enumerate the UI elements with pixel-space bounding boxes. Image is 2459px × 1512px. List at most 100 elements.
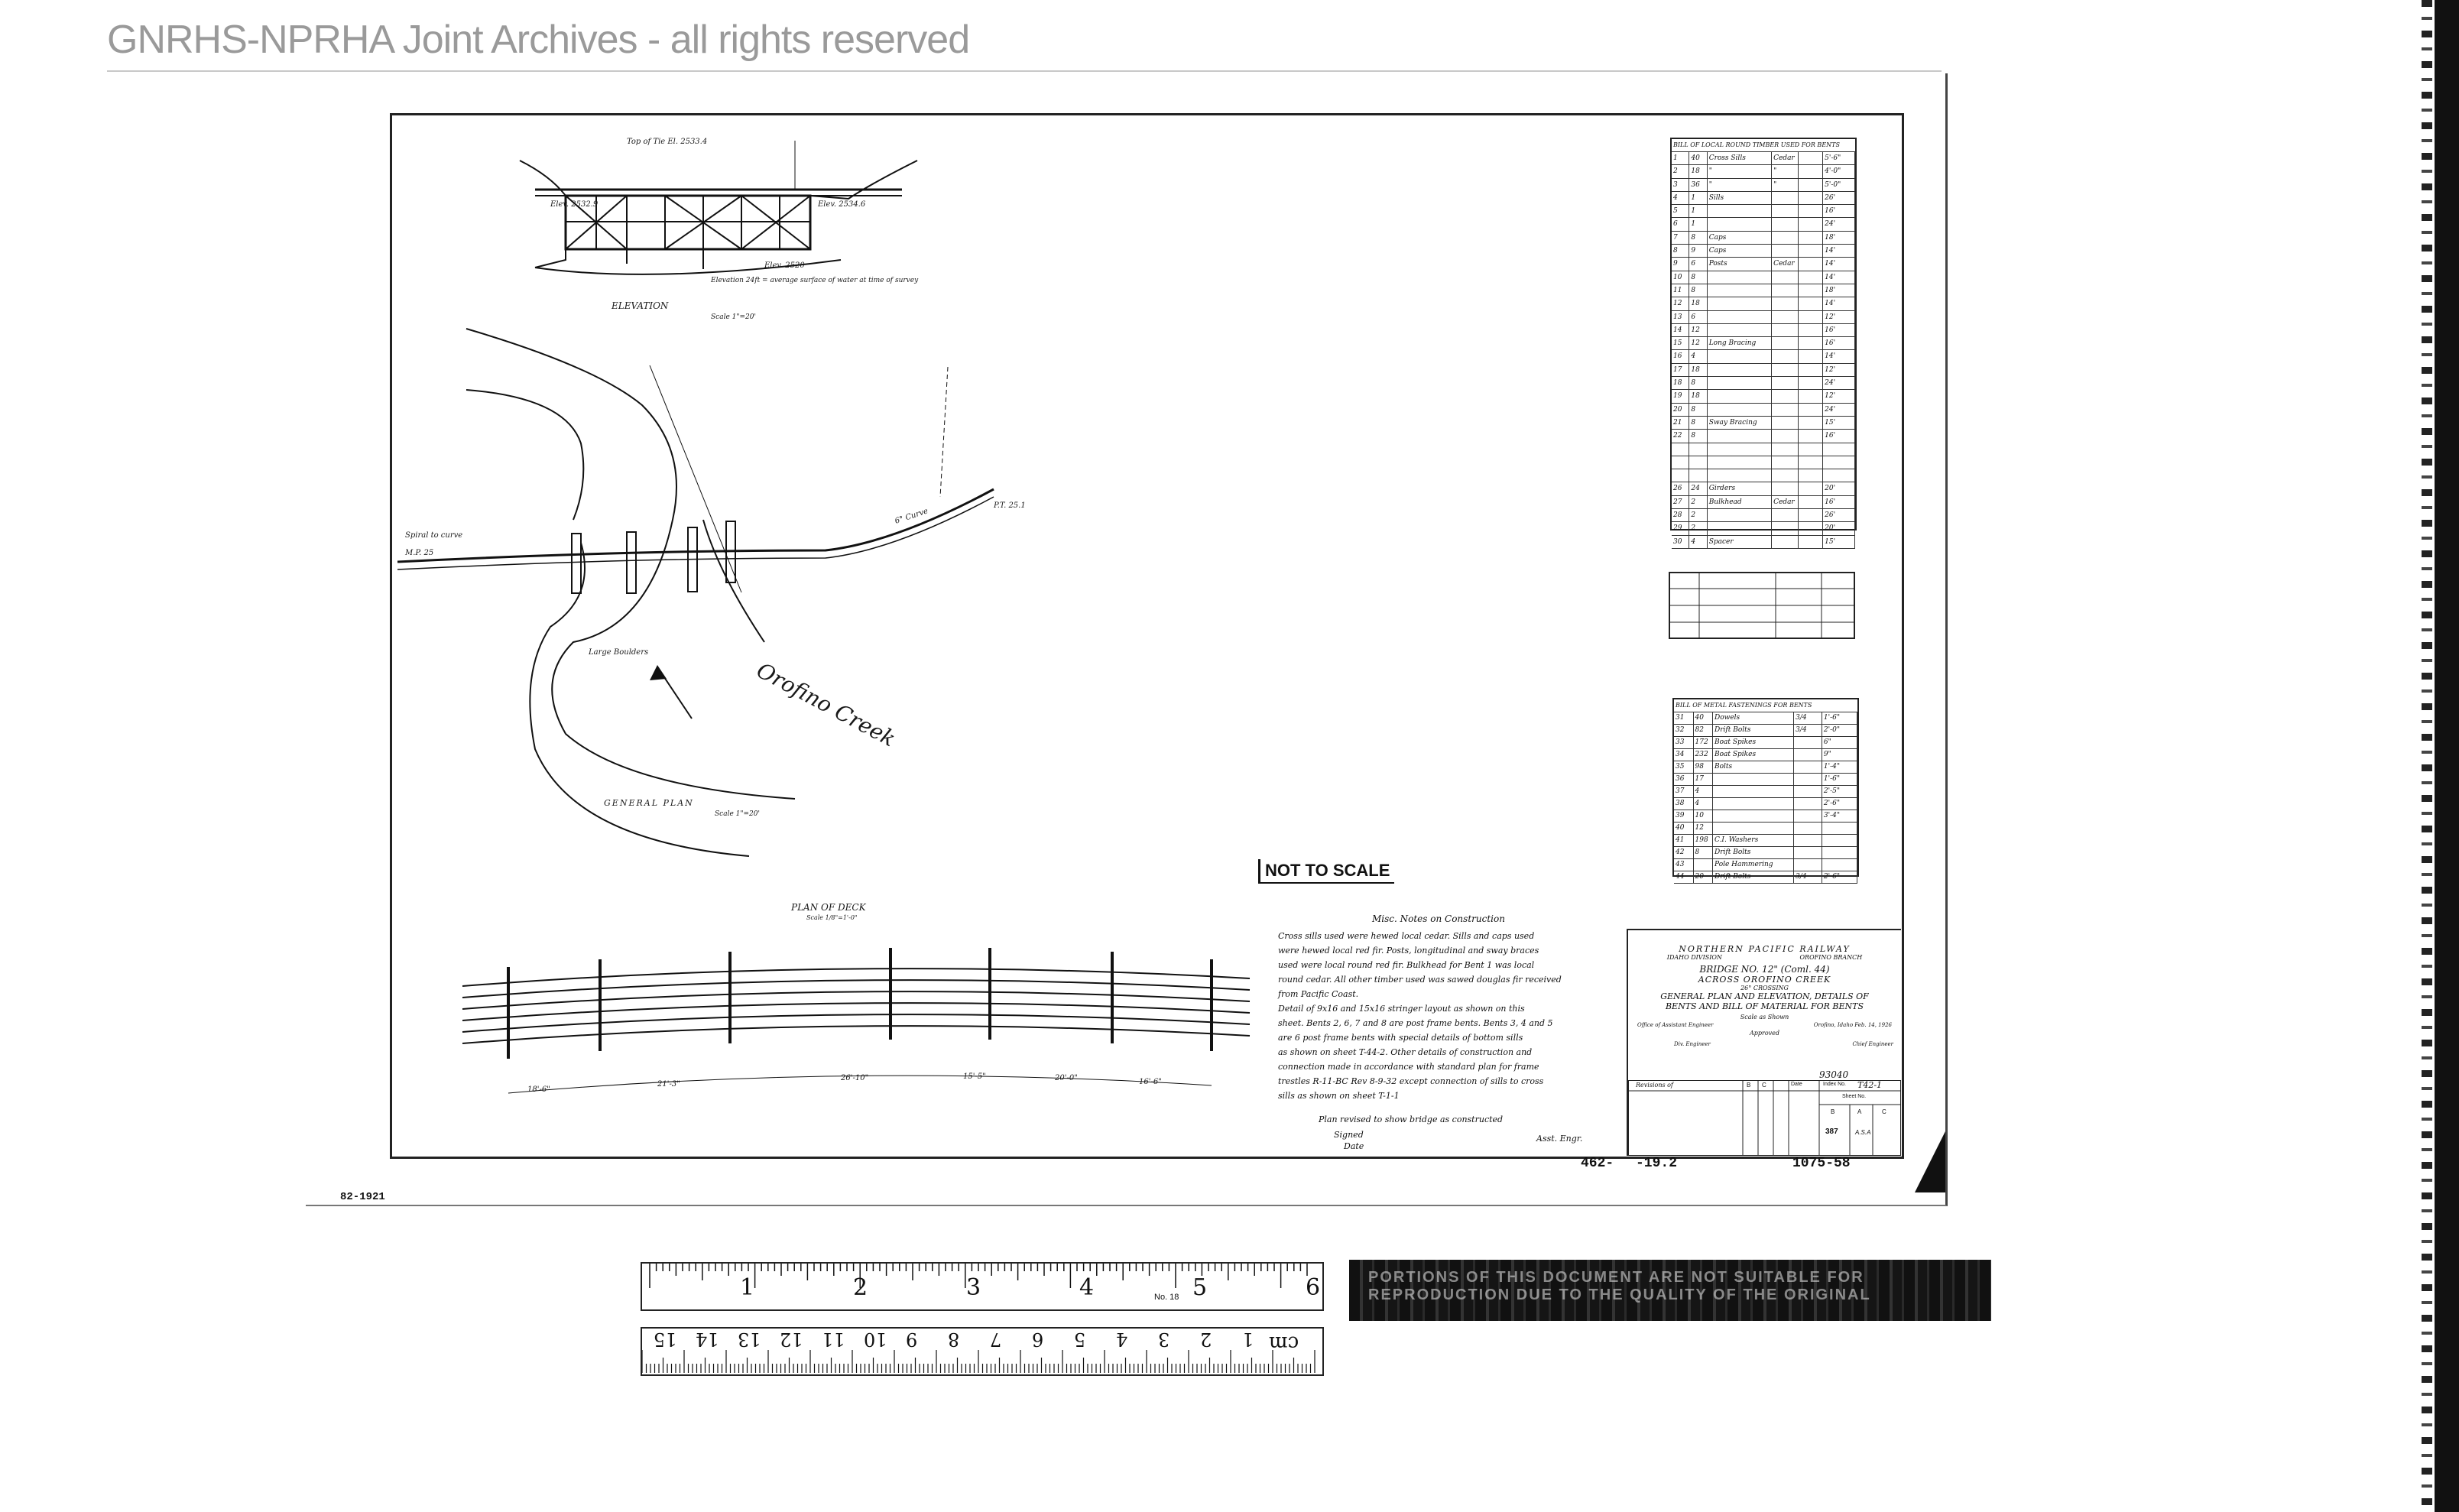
tb-div-engr: Div. Engineer bbox=[1674, 1041, 1711, 1047]
timber-cell bbox=[1689, 456, 1708, 469]
timber-cell: 12' bbox=[1823, 363, 1855, 377]
deck-span-5: 20'-0" bbox=[1055, 1074, 1078, 1082]
fasten-cell bbox=[1822, 835, 1857, 846]
timber-cell bbox=[1708, 443, 1773, 456]
timber-cell: 16' bbox=[1823, 495, 1855, 509]
timber-cell bbox=[1772, 297, 1799, 310]
timber-cell bbox=[1708, 377, 1773, 390]
general-plan-drawing bbox=[397, 328, 994, 857]
timber-cell bbox=[1799, 456, 1824, 469]
fasten-cell: 44 bbox=[1674, 871, 1694, 883]
timber-cell: 1 bbox=[1689, 205, 1708, 218]
fasten-cell bbox=[1713, 810, 1795, 822]
cm-number: 15 bbox=[654, 1329, 677, 1350]
timber-cell bbox=[1772, 443, 1799, 456]
fasten-cell bbox=[1713, 774, 1795, 785]
timber-cell: 12' bbox=[1823, 310, 1855, 323]
timber-cell bbox=[1772, 310, 1799, 323]
tb-abc-c: C bbox=[1882, 1108, 1886, 1115]
timber-cell bbox=[1799, 535, 1824, 548]
tb-across: ACROSS OROFINO CREEK bbox=[1698, 975, 1831, 985]
fasten-cell: Bolts bbox=[1713, 761, 1795, 773]
timber-cell bbox=[1799, 245, 1824, 258]
fasten-cell bbox=[1822, 847, 1857, 858]
round-timber-title: BILL OF LOCAL ROUND TIMBER USED FOR BENT… bbox=[1672, 139, 1855, 152]
timber-cell: " bbox=[1772, 178, 1799, 191]
fasten-cell: 2'-0" bbox=[1822, 725, 1857, 736]
deck-span-2: 21'-3" bbox=[657, 1080, 680, 1089]
deck-scale: Scale 1/8"=1'-0" bbox=[806, 914, 858, 921]
fasten-cell bbox=[1713, 786, 1795, 797]
fasten-cell: 39 bbox=[1674, 810, 1694, 822]
timber-cell bbox=[1772, 430, 1799, 443]
timber-cell bbox=[1799, 297, 1824, 310]
timber-cell bbox=[1672, 456, 1690, 469]
cm-number: 12 bbox=[780, 1329, 803, 1350]
timber-cell bbox=[1708, 271, 1773, 284]
fasten-cell bbox=[1713, 798, 1795, 810]
inch-ruler-ticks bbox=[649, 1264, 1308, 1288]
station-left: M.P. 25 bbox=[405, 549, 434, 557]
timber-row bbox=[1672, 469, 1855, 483]
cm-number: 5 bbox=[1074, 1329, 1086, 1350]
timber-cell: 9 bbox=[1689, 245, 1708, 258]
timber-cell bbox=[1772, 350, 1799, 363]
fasten-cell: 20 bbox=[1694, 871, 1713, 883]
timber-cell: 2 bbox=[1689, 522, 1708, 535]
timber-cell: 16 bbox=[1672, 350, 1690, 363]
timber-cell bbox=[1823, 443, 1855, 456]
scanned-sheet bbox=[306, 73, 1948, 1206]
tb-grid bbox=[1628, 1080, 1901, 1156]
timber-cell: 12 bbox=[1689, 337, 1708, 350]
cm-number: 3 bbox=[1158, 1329, 1170, 1350]
revision-grid bbox=[1669, 572, 1855, 639]
fasten-cell: Drift Bolts bbox=[1713, 847, 1795, 858]
deck-span-4: 15'-5" bbox=[963, 1072, 986, 1081]
notes-line: Cross sills used were hewed local cedar.… bbox=[1278, 931, 1535, 941]
tb-crossing: 26° CROSSING bbox=[1740, 985, 1789, 991]
timber-cell bbox=[1799, 443, 1824, 456]
timber-cell bbox=[1772, 363, 1799, 377]
fasten-cell: Pole Hammering bbox=[1713, 859, 1795, 871]
fasten-cell bbox=[1794, 761, 1822, 773]
timber-cell bbox=[1799, 390, 1824, 403]
timber-cell: 12 bbox=[1672, 297, 1690, 310]
fasten-cell bbox=[1794, 798, 1822, 810]
timber-cell: Posts bbox=[1708, 258, 1773, 271]
timber-cell bbox=[1823, 456, 1855, 469]
tb-col-index: Index No. bbox=[1823, 1082, 1846, 1087]
timber-cell: 28 bbox=[1672, 509, 1690, 522]
notes-line: were hewed local red fir. Posts, longitu… bbox=[1278, 946, 1539, 956]
timber-cell: 8 bbox=[1689, 231, 1708, 245]
fasten-cell: 12 bbox=[1694, 823, 1713, 834]
timber-cell bbox=[1799, 323, 1824, 337]
timber-cell bbox=[1772, 482, 1799, 495]
timber-cell bbox=[1772, 403, 1799, 416]
cm-unit: cm bbox=[1269, 1332, 1299, 1355]
timber-cell: 5'-0" bbox=[1823, 178, 1855, 191]
timber-cell bbox=[1799, 469, 1824, 482]
timber-row bbox=[1672, 456, 1855, 470]
timber-cell: 6 bbox=[1689, 258, 1708, 271]
timber-cell: 20 bbox=[1672, 403, 1690, 416]
timber-cell bbox=[1772, 522, 1799, 535]
elevation-right-elev: Elev. 2534.6 bbox=[818, 200, 866, 209]
timber-cell bbox=[1708, 323, 1773, 337]
timber-cell bbox=[1799, 271, 1824, 284]
timber-cell: 4 bbox=[1689, 535, 1708, 548]
fasten-cell: 1'-6" bbox=[1822, 774, 1857, 785]
fasten-cell: Drift Bolts bbox=[1713, 725, 1795, 736]
timber-cell: 1 bbox=[1689, 218, 1708, 231]
cm-number: 11 bbox=[822, 1329, 845, 1350]
timber-cell bbox=[1708, 297, 1773, 310]
